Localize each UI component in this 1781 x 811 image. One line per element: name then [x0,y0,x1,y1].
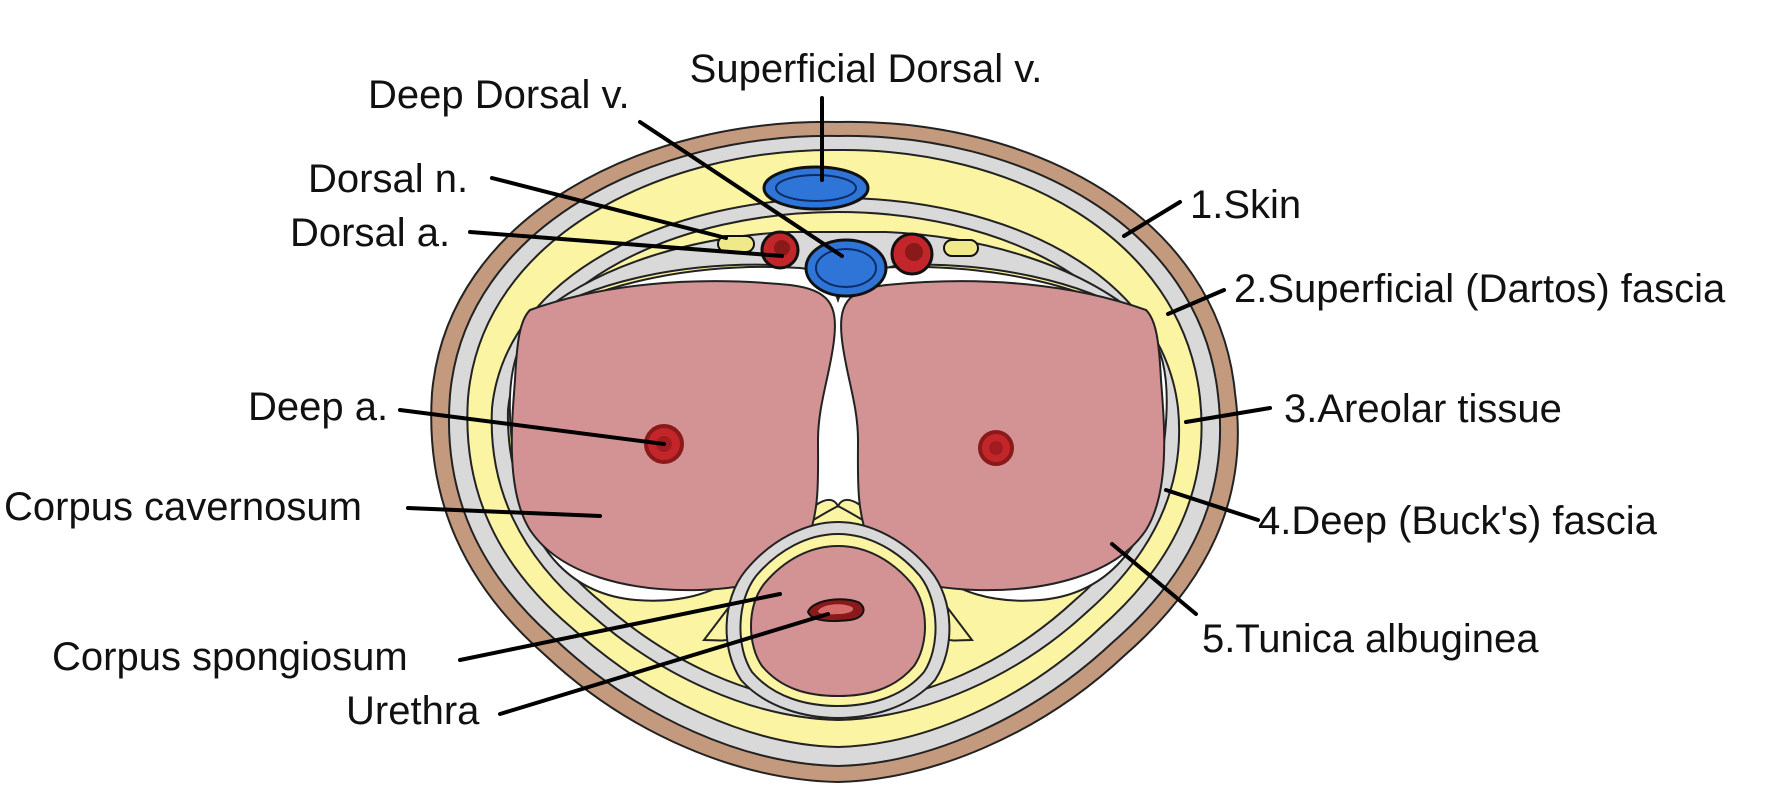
label-deep-fascia: 4.Deep (Buck's) fascia [1258,499,1658,543]
deep-dorsal-vein [806,240,886,296]
label-corpus-spongiosum: Corpus spongiosum [52,635,408,679]
label-superficial-fascia: 2.Superficial (Dartos) fascia [1234,267,1726,311]
label-skin: 1.Skin [1190,183,1301,227]
label-areolar-tissue: 3.Areolar tissue [1284,387,1562,431]
label-urethra: Urethra [346,689,480,733]
dorsal-artery-right [892,234,932,274]
label-tunica-albuginea: 5.Tunica albuginea [1202,617,1539,661]
label-corpus-cavernosum: Corpus cavernosum [4,485,362,529]
dorsal-artery-left [762,232,798,268]
label-deep-dorsal-v: Deep Dorsal v. [368,73,630,117]
superficial-dorsal-vein [764,167,868,209]
label-superficial-dorsal-v: Superficial Dorsal v. [690,47,1043,91]
label-dorsal-n: Dorsal n. [308,157,468,201]
label-deep-a: Deep a. [248,385,388,429]
label-dorsal-a: Dorsal a. [290,211,450,255]
deep-artery-right [980,432,1012,464]
dorsal-nerve-right [944,240,978,256]
